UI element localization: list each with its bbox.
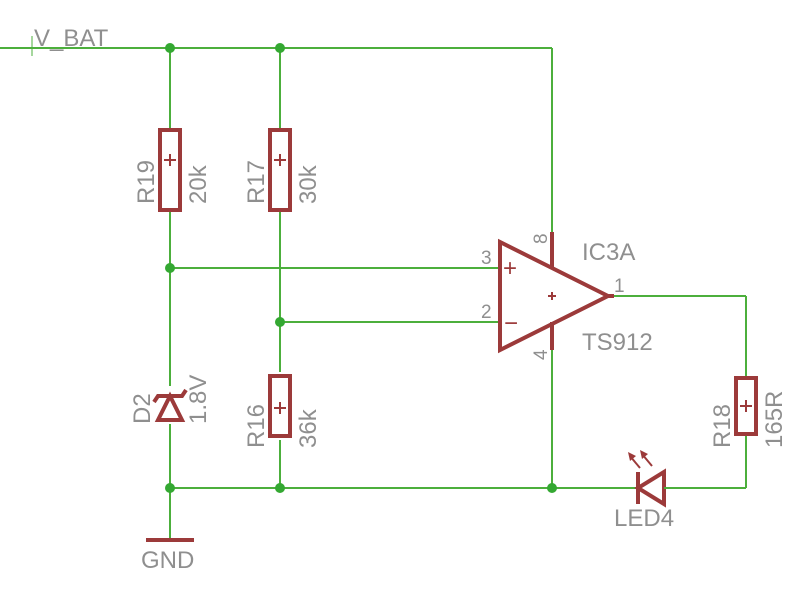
vbat-label-text: V_BAT xyxy=(34,25,109,52)
pin-2-number: 2 xyxy=(481,302,492,323)
zener-diode-d2: D2 1.8V xyxy=(129,375,212,424)
junction-gnd-d2 xyxy=(165,483,175,493)
opamp-plus-symbol: + xyxy=(503,255,517,282)
pin-8-number: 8 xyxy=(531,233,552,244)
pin-4-number: 4 xyxy=(531,349,552,360)
r18-body xyxy=(734,376,758,436)
resistor-r19: R19 20k xyxy=(133,128,212,212)
pin-3-number: 3 xyxy=(481,248,492,269)
vbat-label: V_BAT xyxy=(31,25,109,56)
gnd-label: GND xyxy=(141,547,194,574)
junction-noninv-node xyxy=(165,263,175,273)
led4-light-arrows-icon xyxy=(628,450,653,469)
wires xyxy=(0,47,747,540)
led-led4: LED4 xyxy=(612,450,688,532)
junction-vbat-r17 xyxy=(275,43,285,53)
resistor-r18: R18 165R xyxy=(709,376,788,448)
r16-body xyxy=(268,374,292,438)
r18-ref: R18 xyxy=(709,404,736,448)
r19-value: 20k xyxy=(185,164,212,204)
opamp-ic3a: + − 3 2 1 8 4 IC3A TS912 xyxy=(481,232,653,360)
r19-ref: R19 xyxy=(133,160,160,204)
r19-body xyxy=(158,128,182,212)
junction-gnd-r16 xyxy=(275,483,285,493)
junctions xyxy=(165,43,557,493)
resistor-r17: R17 30k xyxy=(243,128,322,212)
r17-ref: R17 xyxy=(243,160,270,204)
opamp-ref: IC3A xyxy=(582,239,635,266)
opamp-part-number: TS912 xyxy=(582,329,653,356)
junction-vbat-r19 xyxy=(165,43,175,53)
r16-value: 36k xyxy=(295,408,322,448)
r17-body xyxy=(268,128,292,212)
opamp-center-plus-icon xyxy=(548,292,556,300)
led4-triangle xyxy=(634,468,666,508)
d2-bar xyxy=(152,388,188,404)
d2-value: 1.8V xyxy=(185,375,212,424)
d2-triangle xyxy=(154,391,186,422)
ground-symbol: GND xyxy=(141,538,194,574)
r16-ref: R16 xyxy=(243,404,270,448)
opamp-minus-symbol: − xyxy=(504,310,518,337)
junction-inv-node xyxy=(275,317,285,327)
junction-gnd-pin4 xyxy=(547,483,557,493)
pin-1-number: 1 xyxy=(614,276,625,297)
d2-ref: D2 xyxy=(129,393,156,424)
resistor-r16: R16 36k xyxy=(243,374,322,448)
r18-value: 165R xyxy=(761,391,788,448)
r17-value: 30k xyxy=(295,164,322,204)
led4-ref: LED4 xyxy=(614,505,674,532)
